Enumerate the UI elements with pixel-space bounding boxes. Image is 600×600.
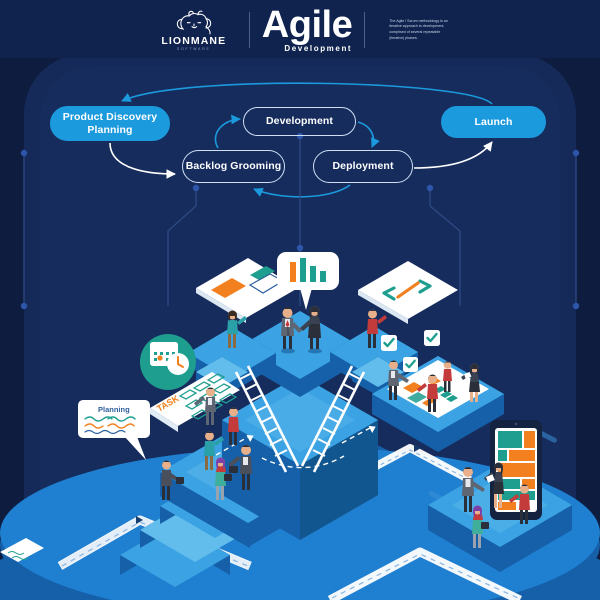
person bbox=[462, 467, 485, 512]
person bbox=[509, 484, 530, 524]
brand-wordmark: LIONMANE bbox=[161, 34, 227, 47]
person bbox=[194, 387, 216, 425]
document-sheet bbox=[0, 538, 44, 562]
person bbox=[228, 407, 239, 445]
person bbox=[417, 374, 438, 412]
header-band bbox=[0, 0, 600, 58]
person bbox=[461, 363, 480, 402]
flow-node-backlog-grooming[interactable]: Backlog Grooming bbox=[182, 150, 285, 183]
lion-head-icon bbox=[176, 10, 211, 35]
person bbox=[367, 309, 387, 348]
code-card bbox=[358, 261, 458, 324]
person bbox=[227, 310, 247, 348]
page-title: Agile Development bbox=[261, 4, 353, 53]
process-arrows bbox=[215, 427, 371, 469]
title-development: Development bbox=[284, 43, 353, 53]
person bbox=[300, 306, 322, 354]
person bbox=[204, 431, 224, 470]
center-block bbox=[222, 375, 378, 540]
person bbox=[443, 361, 452, 392]
person bbox=[215, 457, 232, 500]
bar-chart-bubble bbox=[277, 252, 339, 310]
person bbox=[388, 360, 409, 400]
calendar-clock-pin bbox=[139, 334, 196, 390]
brand-logo: LIONMANE SOFTWARE bbox=[151, 9, 237, 52]
process-arrow-heads bbox=[246, 425, 376, 442]
flow-node-deployment[interactable]: Deployment bbox=[313, 150, 413, 183]
planning-note: Planning bbox=[78, 400, 150, 460]
title-agile: Agile bbox=[261, 4, 353, 47]
person bbox=[161, 460, 184, 500]
brand-tagline: SOFTWARE bbox=[177, 47, 211, 52]
checkmark-badges bbox=[381, 330, 440, 372]
flow-node-development[interactable]: Development bbox=[243, 107, 356, 136]
person bbox=[472, 505, 489, 548]
header: LIONMANE SOFTWARE Agile Development The … bbox=[0, 0, 600, 60]
person bbox=[281, 307, 302, 354]
person bbox=[228, 445, 252, 490]
checklist-dashboard bbox=[387, 360, 489, 418]
person bbox=[484, 462, 504, 508]
header-divider-left bbox=[248, 12, 250, 48]
flow-node-launch[interactable]: Launch bbox=[441, 106, 546, 138]
header-description: The Agile / Scrum methodology is an iter… bbox=[389, 18, 448, 40]
planning-note-label: Planning bbox=[98, 405, 130, 414]
header-divider-right bbox=[364, 12, 366, 48]
flow-node-product-discovery-planning[interactable]: Product Discovery Planning bbox=[50, 106, 170, 141]
ladder bbox=[234, 365, 366, 473]
